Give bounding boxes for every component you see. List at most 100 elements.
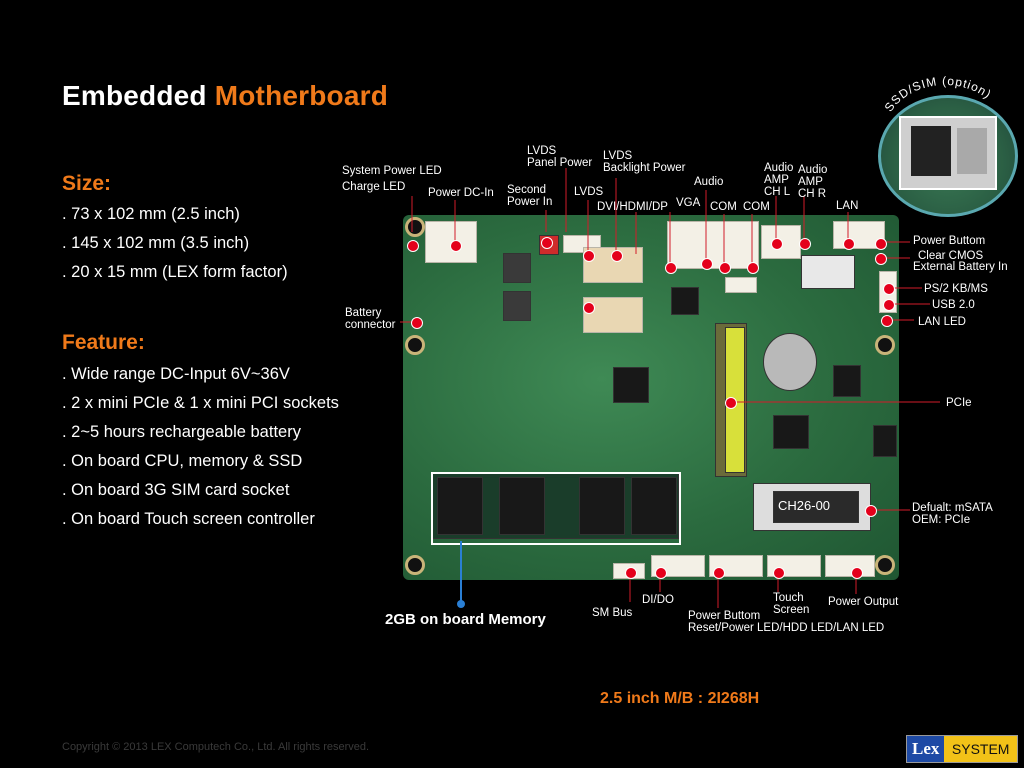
io-chip [873, 425, 897, 457]
callout-lan: LAN [836, 200, 859, 212]
memory-chip [499, 477, 545, 535]
callout-lvds-backlight: LVDS Backlight Power [603, 150, 686, 174]
size-item: . 20 x 15 mm (LEX form factor) [62, 263, 288, 281]
callout-usb: USB 2.0 [932, 299, 975, 311]
callout-charge-led: Charge LED [342, 181, 406, 193]
mb-model-label: 2.5 inch M/B : 2I268H [600, 690, 760, 707]
memory-label: 2GB on board Memory [385, 611, 546, 628]
callout-external-battery: External Battery In [913, 261, 1008, 273]
com-connector [725, 277, 757, 293]
lex-system-logo: Lex SYSTEM [906, 735, 1018, 763]
controller-chip [613, 367, 649, 403]
callout-audio: Audio [694, 176, 724, 188]
callout-dot [719, 262, 731, 274]
callout-dot [771, 238, 783, 250]
msata-card-print: CH26-00 [778, 498, 831, 513]
io-chip [833, 365, 861, 397]
callout-dot [655, 567, 667, 579]
callout-dot [411, 317, 423, 329]
callout-system-power-led: System Power LED [342, 165, 442, 177]
sim-socket [899, 116, 997, 190]
callout-dot [450, 240, 462, 252]
callout-dot [665, 262, 677, 274]
sim-card-slot [911, 126, 951, 176]
callout-power-dc-in: Power DC-In [428, 187, 494, 199]
feature-item: . 2 x mini PCIe & 1 x mini PCI sockets [62, 394, 339, 412]
mount-hole [875, 335, 895, 355]
sim-latch [957, 128, 987, 174]
callout-battery-connector: Battery connector [345, 307, 396, 331]
callout-dot [851, 567, 863, 579]
size-item: . 145 x 102 mm (3.5 inch) [62, 234, 250, 252]
memory-chip [579, 477, 625, 535]
callout-dot [541, 237, 553, 249]
callout-reset-power-led: Reset/Power LED/HDD LED/LAN LED [688, 622, 885, 634]
feature-item: . 2~5 hours rechargeable battery [62, 423, 301, 441]
callout-dot [747, 262, 759, 274]
page-title: Embedded Motherboard [62, 80, 388, 112]
callout-dot [875, 253, 887, 265]
callout-power-button: Power Buttom [913, 235, 986, 247]
feature-item: . On board CPU, memory & SSD [62, 452, 303, 470]
feature-heading: Feature: [62, 331, 145, 354]
callout-dot [713, 567, 725, 579]
callout-ps2: PS/2 KB/MS [924, 283, 988, 295]
callout-dot [583, 250, 595, 262]
size-item: . 73 x 102 mm (2.5 inch) [62, 205, 240, 223]
callout-pcie: PCIe [946, 397, 972, 409]
callout-lvds: LVDS [574, 186, 604, 198]
memory-chip [631, 477, 677, 535]
callout-msata: Defualt: mSATA OEM: PCIe [912, 502, 993, 526]
mount-hole [405, 555, 425, 575]
callout-sm-bus: SM Bus [592, 607, 633, 619]
callout-dot [881, 315, 893, 327]
callout-com-2: COM [743, 201, 770, 213]
callout-clear-cmos: Clear CMOS [918, 250, 984, 262]
callout-second-power-in: Second Power In [507, 184, 553, 208]
lan-transformer [801, 255, 855, 289]
motherboard-image: CH26-00 [403, 215, 899, 580]
feature-item: . On board 3G SIM card socket [62, 481, 290, 499]
inductor [503, 291, 531, 321]
callout-dot [843, 238, 855, 250]
callout-dot [865, 505, 877, 517]
logo-system: SYSTEM [944, 736, 1017, 762]
callout-audio-amp-r: Audio AMP CH R [798, 164, 828, 200]
callout-lan-led: LAN LED [918, 316, 966, 328]
callout-dot [883, 299, 895, 311]
callout-di-do: DI/DO [642, 594, 674, 606]
memory-highlight-box [431, 472, 681, 545]
cmos-battery [763, 333, 817, 391]
memory-chip [437, 477, 483, 535]
mount-hole [875, 555, 895, 575]
callout-dot [725, 397, 737, 409]
callout-touch-screen: Touch Screen [773, 592, 810, 616]
power-output-connector [825, 555, 875, 577]
callout-dot [583, 302, 595, 314]
callout-dot [773, 567, 785, 579]
msata-card: CH26-00 [773, 491, 859, 523]
callout-vga: VGA [676, 197, 701, 209]
callout-dot [611, 250, 623, 262]
header-connectors [667, 221, 759, 269]
size-heading: Size: [62, 172, 112, 195]
callout-audio-amp-l: Audio AMP CH L [764, 162, 794, 198]
title-part2: Motherboard [214, 80, 389, 111]
callout-lvds-panel-power: LVDS Panel Power [527, 145, 593, 169]
mount-hole [405, 217, 425, 237]
callout-power-button-bottom: Power Buttom [688, 610, 761, 622]
callout-dot [883, 283, 895, 295]
callout-dot [625, 567, 637, 579]
mount-hole [405, 335, 425, 355]
feature-item: . Wide range DC-Input 6V~36V [62, 365, 290, 383]
callout-power-output: Power Output [828, 596, 899, 608]
callout-dvi-hdmi-dp: DVI/HDMI/DP [597, 201, 668, 213]
feature-item: . On board Touch screen controller [62, 510, 315, 528]
callout-dot [875, 238, 887, 250]
callout-com-1: COM [710, 201, 737, 213]
callout-dot [701, 258, 713, 270]
callout-dot [407, 240, 419, 252]
bios-chip [773, 415, 809, 449]
title-part1: Embedded [62, 80, 207, 111]
callout-dot [799, 238, 811, 250]
